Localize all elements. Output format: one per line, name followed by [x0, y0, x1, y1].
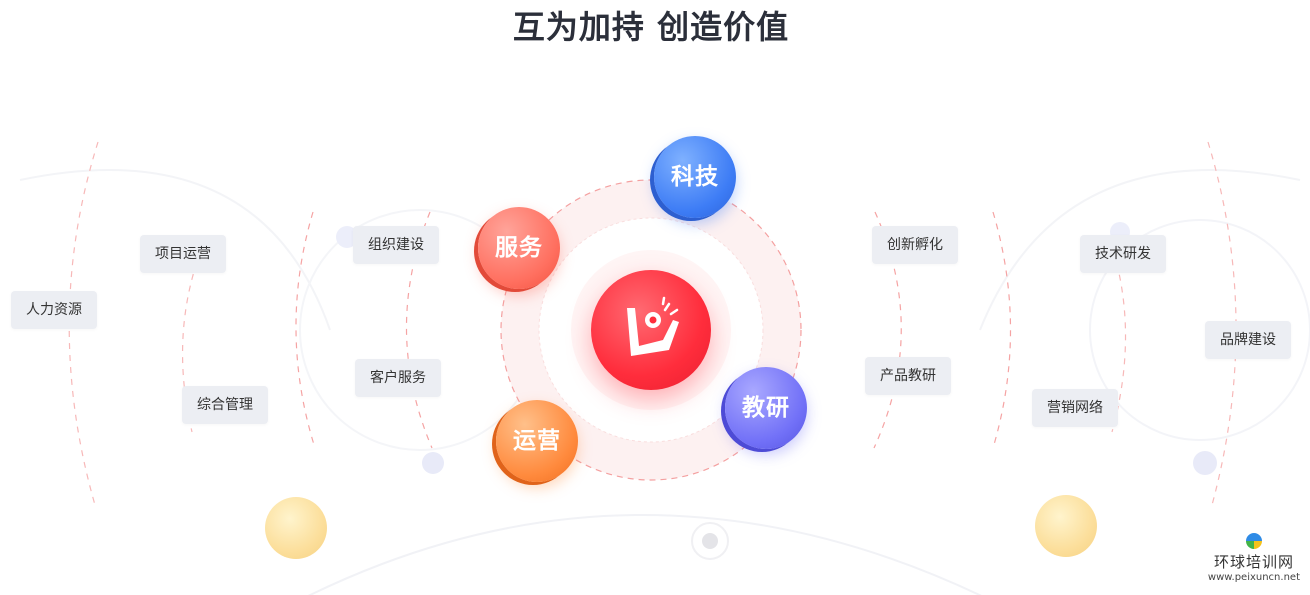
tag-sales-network[interactable]: 营销网络: [1032, 389, 1118, 427]
left-arc-near: [405, 211, 433, 449]
tag-org-building[interactable]: 组织建设: [353, 226, 439, 264]
pillar-tech[interactable]: 科技: [654, 136, 736, 218]
gold-orb-left: [265, 497, 327, 559]
watermark-name: 环球培训网: [1213, 553, 1294, 571]
pillar-operation[interactable]: 运营: [496, 400, 578, 482]
left-arc-inner: [295, 211, 316, 449]
tag-brand-building[interactable]: 品牌建设: [1205, 321, 1291, 359]
tag-product-research[interactable]: 产品教研: [865, 357, 951, 395]
gold-orb-right: [1035, 495, 1097, 557]
tag-general-management[interactable]: 综合管理: [182, 386, 268, 424]
company-logo-icon: [627, 296, 679, 356]
right-arc-near: [873, 211, 902, 449]
page-title: 互为加持 创造价值: [512, 8, 790, 46]
tag-human-resources[interactable]: 人力资源: [11, 291, 97, 329]
center-core: [591, 270, 711, 390]
tag-innovation-incubation[interactable]: 创新孵化: [872, 226, 958, 264]
watermark-url: www.peixuncn.net: [1207, 572, 1300, 583]
pillar-service[interactable]: 服务: [478, 207, 560, 289]
pillar-research[interactable]: 教研: [725, 367, 807, 449]
tag-tech-rnd[interactable]: 技术研发: [1080, 235, 1166, 273]
tag-customer-service[interactable]: 客户服务: [355, 359, 441, 397]
right-arc-inner: [992, 211, 1012, 449]
watermark: 环球培训网 www.peixuncn.net: [1208, 533, 1300, 583]
globe-icon: [1245, 533, 1262, 549]
tag-project-operations[interactable]: 项目运营: [140, 235, 226, 273]
